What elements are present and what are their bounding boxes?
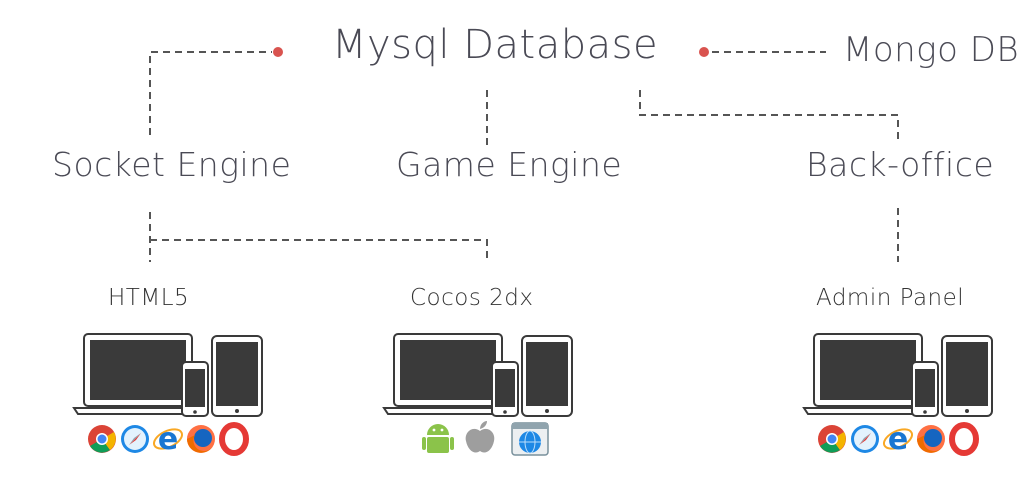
html5-opera-icon (219, 422, 249, 456)
connector-socket-cocos (150, 239, 488, 262)
game-engine-label: Game Engine (396, 145, 623, 184)
admin-panel-label: Admin Panel (816, 285, 965, 311)
html5-firefox-icon (187, 425, 215, 453)
mongo-db-label: Mongo DB (843, 30, 1020, 70)
web-globe-icon (511, 422, 549, 456)
connector-socket-database (149, 51, 272, 135)
mysql-database-label: Mysql Database (332, 22, 659, 68)
admin-ie-icon: e (882, 422, 914, 457)
connector-dot-right (699, 47, 709, 57)
connector-database-backoffice (639, 90, 899, 140)
html5-safari-icon (121, 425, 149, 453)
html5-devices (72, 333, 263, 417)
admin-devices (802, 333, 993, 417)
socket-engine-label: Socket Engine (52, 145, 292, 184)
svg-text:e: e (888, 422, 908, 457)
admin-chrome-icon (818, 425, 846, 453)
apple-icon (465, 421, 495, 453)
admin-opera-icon (949, 422, 979, 456)
admin-safari-icon (851, 425, 879, 453)
back-office-label: Back-office (806, 145, 995, 184)
cocos-devices (382, 333, 573, 417)
html5-chrome-icon (88, 425, 116, 453)
android-icon (422, 424, 454, 453)
svg-text:e: e (158, 422, 178, 457)
admin-firefox-icon (917, 425, 945, 453)
html5-ie-icon: e (152, 422, 184, 457)
connector-dot-left (273, 47, 283, 57)
cocos-2dx-label: Cocos 2dx (410, 285, 534, 311)
html5-label: HTML5 (108, 285, 190, 311)
